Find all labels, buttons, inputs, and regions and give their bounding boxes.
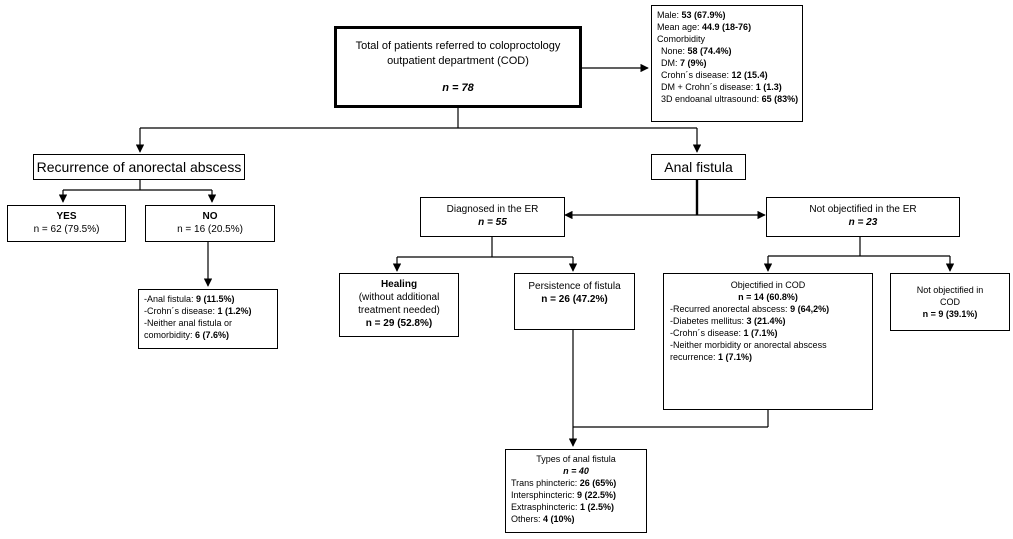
diagnosed-label: Diagnosed in the ER (446, 204, 539, 215)
objectified-cod-label: Objectified in COD (730, 280, 806, 290)
no-n: n = 16 (20.5%) (177, 224, 243, 235)
dm-label: DM: (661, 58, 680, 68)
others-label: Others: (511, 514, 544, 524)
ultrasound-value: 65 (83%) (761, 94, 799, 104)
none-value: 58 (74.4%) (687, 46, 732, 56)
none-label: None: (661, 46, 688, 56)
no-label: NO (202, 211, 218, 222)
no-box: NO n = 16 (20.5%) (145, 205, 275, 242)
persistence-box: Persistence of fistula n = 26 (47.2%) (514, 273, 635, 330)
root-n: n = 78 (442, 82, 474, 94)
ultrasound-label: 3D endoanal ultrasound: (661, 94, 762, 104)
dm-crohn-value: 1 (1.3) (755, 82, 782, 92)
no-anal-label: -Anal fistula: (144, 294, 197, 304)
persistence-n: n = 26 (47.2%) (541, 294, 608, 305)
age-value: 44.9 (18-76) (702, 22, 752, 32)
others-value: 4 (10%) (543, 514, 575, 524)
extra-value: 1 (2.5%) (580, 502, 615, 512)
objectified-cod-box: Objectified in COD n = 14 (60.8%) -Recur… (663, 273, 873, 410)
yes-box: YES n = 62 (79.5%) (7, 205, 126, 242)
not-objectified-cod-label2: COD (940, 297, 960, 307)
persistence-label: Persistence of fistula (528, 281, 621, 292)
root-box: Total of patients referred to coloprocto… (334, 26, 582, 108)
inter-label: Intersphincteric: (511, 490, 578, 500)
healing-box: Healing (without additional treatment ne… (339, 273, 459, 337)
fistula-types-box: Types of anal fistula n = 40 Trans phinc… (505, 449, 647, 533)
comorbidity-title: Comorbidity (657, 34, 706, 44)
root-title-line2: outpatient department (COD) (387, 55, 529, 67)
male-value: 53 (67.9%) (681, 10, 726, 20)
objectified-cod-n: n = 14 (60.8%) (738, 292, 798, 302)
diabetes-value: 3 (21.4%) (746, 316, 786, 326)
trans-label: Trans phincteric: (511, 478, 580, 488)
cod-neither-value: 1 (7.1%) (718, 352, 753, 362)
dm-value: 7 (9%) (680, 58, 707, 68)
diagnosed-n: n = 55 (478, 217, 507, 228)
not-objectified-label: Not objectified in the ER (809, 204, 917, 215)
recurred-label: -Recurred anorectal abscess: (670, 304, 791, 314)
cod-neither-line2: recurrence: (670, 352, 719, 362)
not-objectified-n: n = 23 (848, 217, 878, 228)
trans-value: 26 (65%) (579, 478, 617, 488)
no-details-box: -Anal fistula: 9 (11.5%) -Crohn´s diseas… (138, 289, 278, 349)
yes-label: YES (56, 211, 77, 222)
recurrence-box: Recurrence of anorectal abscess (33, 154, 245, 180)
age-label: Mean age: (657, 22, 703, 32)
no-neither-line1: -Neither anal fistula or (144, 318, 233, 328)
yes-n: n = 62 (79.5%) (33, 224, 100, 235)
crohn-value: 12 (15.4) (731, 70, 768, 80)
dm-crohn-label: DM + Crohn´s disease: (661, 82, 756, 92)
anal-fistula-box: Anal fistula (651, 154, 746, 180)
extra-label: Extrasphincteric: (511, 502, 581, 512)
healing-sub-line1: (without additional (358, 292, 440, 303)
diagnosed-er-box: Diagnosed in the ER n = 55 (420, 197, 565, 237)
not-objectified-cod-box: Not objectified in COD n = 9 (39.1%) (890, 273, 1010, 331)
cod-neither-line1: -Neither morbidity or anorectal abscess (670, 340, 827, 350)
recurred-value: 9 (64,2%) (790, 304, 830, 314)
no-neither-line2: comorbidity: (144, 330, 196, 340)
cod-crohn-value: 1 (7.1%) (743, 328, 778, 338)
root-title-line1: Total of patients referred to coloprocto… (355, 40, 561, 52)
cod-crohn-label: -Crohn´s disease: (670, 328, 744, 338)
healing-label: Healing (380, 279, 418, 290)
demographics-box: Male: 53 (67.9%) Mean age: 44.9 (18-76) … (651, 5, 803, 122)
types-title: Types of anal fistula (536, 454, 616, 464)
healing-n: n = 29 (52.8%) (365, 318, 433, 329)
not-objectified-er-box: Not objectified in the ER n = 23 (766, 197, 960, 237)
not-objectified-cod-n: n = 9 (39.1%) (922, 309, 978, 319)
no-neither-value: 6 (7.6%) (195, 330, 230, 340)
no-crohn-label: -Crohn´s disease: (144, 306, 218, 316)
no-crohn-value: 1 (1.2%) (217, 306, 252, 316)
inter-value: 9 (22.5%) (577, 490, 617, 500)
not-objectified-cod-label1: Not objectified in (916, 285, 984, 295)
no-anal-value: 9 (11.5%) (196, 294, 235, 304)
healing-sub-line2: treatment needed) (358, 305, 440, 316)
male-label: Male: (657, 10, 682, 20)
types-n: n = 40 (563, 466, 589, 476)
diabetes-label: -Diabetes mellitus: (670, 316, 747, 326)
crohn-label: Crohn´s disease: (661, 70, 732, 80)
